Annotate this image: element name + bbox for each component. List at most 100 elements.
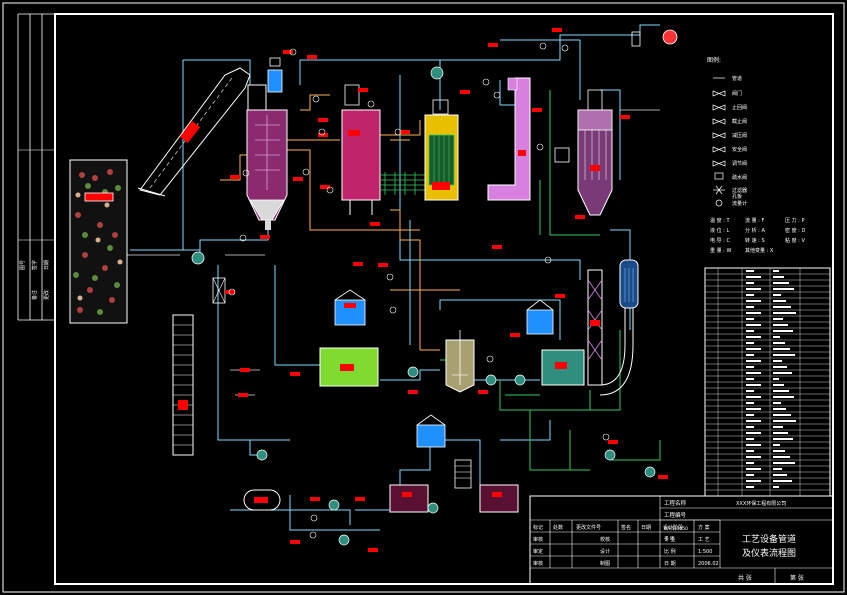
filter-press xyxy=(454,459,472,489)
side-label: 备注 xyxy=(31,290,38,300)
title-block: 工程名称 工程编号 BA(S)0650 子 项 XXX环保工程有限公司 标记 处… xyxy=(529,495,834,585)
flue-gas-duct xyxy=(487,77,531,201)
table-cell-text xyxy=(773,306,791,308)
table-cell-text xyxy=(773,270,779,272)
table-cell-text xyxy=(773,480,792,482)
table-cell-text xyxy=(746,402,754,404)
table-cell-text xyxy=(746,468,761,470)
blower-and-cyclone xyxy=(191,251,226,304)
table-cell-text xyxy=(773,402,781,404)
header-cell: 方 案 xyxy=(698,524,710,531)
legend-symbols xyxy=(712,77,726,207)
table-cell-text xyxy=(746,396,761,398)
pump-group xyxy=(256,66,656,546)
code-cell: 压 力 : P xyxy=(785,217,804,224)
legend-item: 孔板 xyxy=(732,193,742,200)
table-cell-text xyxy=(773,444,780,446)
table-cell-text xyxy=(746,390,754,392)
table-cell-text xyxy=(746,378,754,380)
waste-storage-pit xyxy=(69,159,128,324)
code-cell: 其他变量 : X xyxy=(745,247,774,254)
header-cell: 处数 xyxy=(553,524,563,531)
code-cell: 重 量 : W xyxy=(710,247,731,254)
code-cell: 粘 度 : V xyxy=(785,237,805,244)
table-cell-text xyxy=(773,300,786,302)
table-cell-text xyxy=(773,378,779,380)
table-cell-text xyxy=(746,324,761,326)
instrument-tags xyxy=(225,28,668,552)
table-cell-text xyxy=(773,276,784,278)
table-cell-text xyxy=(773,390,789,392)
table-cell-text xyxy=(773,318,783,320)
side-label: 图号 xyxy=(20,260,26,270)
table-cell-text xyxy=(773,396,794,398)
code-cell: 流 量 : F xyxy=(745,217,764,224)
table-cell-text xyxy=(746,366,754,368)
sheet-total: 共 张 xyxy=(738,574,752,582)
row-cell: 审核 xyxy=(533,536,543,543)
row-cell: 工 艺 xyxy=(698,537,710,543)
project-no-label: 工程编号 xyxy=(664,511,687,519)
side-label: 签字 xyxy=(31,260,38,270)
table-cell-text xyxy=(746,330,754,332)
legend-item: 疏水阀 xyxy=(732,174,747,181)
code-cell: 密 度 : D xyxy=(785,227,805,234)
table-cell-text xyxy=(773,456,790,458)
sub-item-label: 子 项 xyxy=(664,535,675,542)
table-cell-text xyxy=(773,450,785,452)
designer-org: XXX环保工程有限公司 xyxy=(736,500,786,507)
legend-item: 管道 xyxy=(732,75,742,82)
side-label: 更改 xyxy=(43,290,50,300)
spray-scrubber-tower xyxy=(587,269,603,386)
legend-item: 流量计 xyxy=(732,200,747,207)
table-cell-text xyxy=(746,270,754,272)
table-cell-text xyxy=(746,426,754,428)
legend-item: 减压阀 xyxy=(732,132,747,139)
table-cell-text xyxy=(746,408,761,410)
pipe-network-green xyxy=(440,90,661,471)
id-fan xyxy=(631,29,678,47)
legend-item: 截止阀 xyxy=(732,118,747,125)
pipe-network-cyan xyxy=(130,24,660,531)
table-cell-text xyxy=(773,420,796,422)
waste-heat-boiler xyxy=(341,84,381,215)
row-cell: 2006.02 xyxy=(698,561,719,567)
fuel-oil-tank xyxy=(243,489,281,511)
header-cell: 设计阶段 xyxy=(663,524,683,531)
legend-panel: 图例: 管道 阀门 止回阀 截止阀 减压阀 安全阀 调节阀 疏水阀 过滤器 孔板… xyxy=(707,56,747,207)
table-cell-text xyxy=(773,348,790,350)
table-cell-text xyxy=(773,426,783,428)
table-cell-text xyxy=(746,480,761,482)
table-cell-text xyxy=(773,474,787,476)
table-cell-text xyxy=(773,462,795,464)
drawing-number: BA(S)0650 xyxy=(664,526,688,532)
table-cell-text xyxy=(773,336,780,338)
table-cell-text xyxy=(773,468,782,470)
table-cell-text xyxy=(746,300,761,302)
table-cell-text xyxy=(773,354,795,356)
row-cell: 比 例 xyxy=(664,548,676,555)
table-cell-text xyxy=(746,450,754,452)
table-cell-text xyxy=(773,360,782,362)
equipment-list-table xyxy=(704,267,831,497)
process-tank-green xyxy=(319,347,379,387)
legend-item: 阀门 xyxy=(732,90,742,97)
row-cell: 日 期 xyxy=(664,561,676,567)
table-cell-text xyxy=(773,342,785,344)
side-label: 日期 xyxy=(44,260,50,270)
sludge-sump-2 xyxy=(479,484,519,513)
legend-item: 安全阀 xyxy=(732,146,747,153)
row-cell: 制图 xyxy=(600,560,610,567)
table-cell-text xyxy=(746,420,761,422)
table-cell-text xyxy=(773,366,787,368)
cooling-tower-1 xyxy=(334,289,366,326)
code-cell: 液 位 : L xyxy=(710,227,729,234)
legend-item: 调节阀 xyxy=(732,160,747,167)
row-cell: 校核 xyxy=(600,536,610,543)
row-cell: 审核 xyxy=(533,560,543,567)
sludge-sump-1 xyxy=(389,484,429,513)
table-cell-text xyxy=(773,282,789,284)
header-cell: 标记 xyxy=(533,524,543,531)
